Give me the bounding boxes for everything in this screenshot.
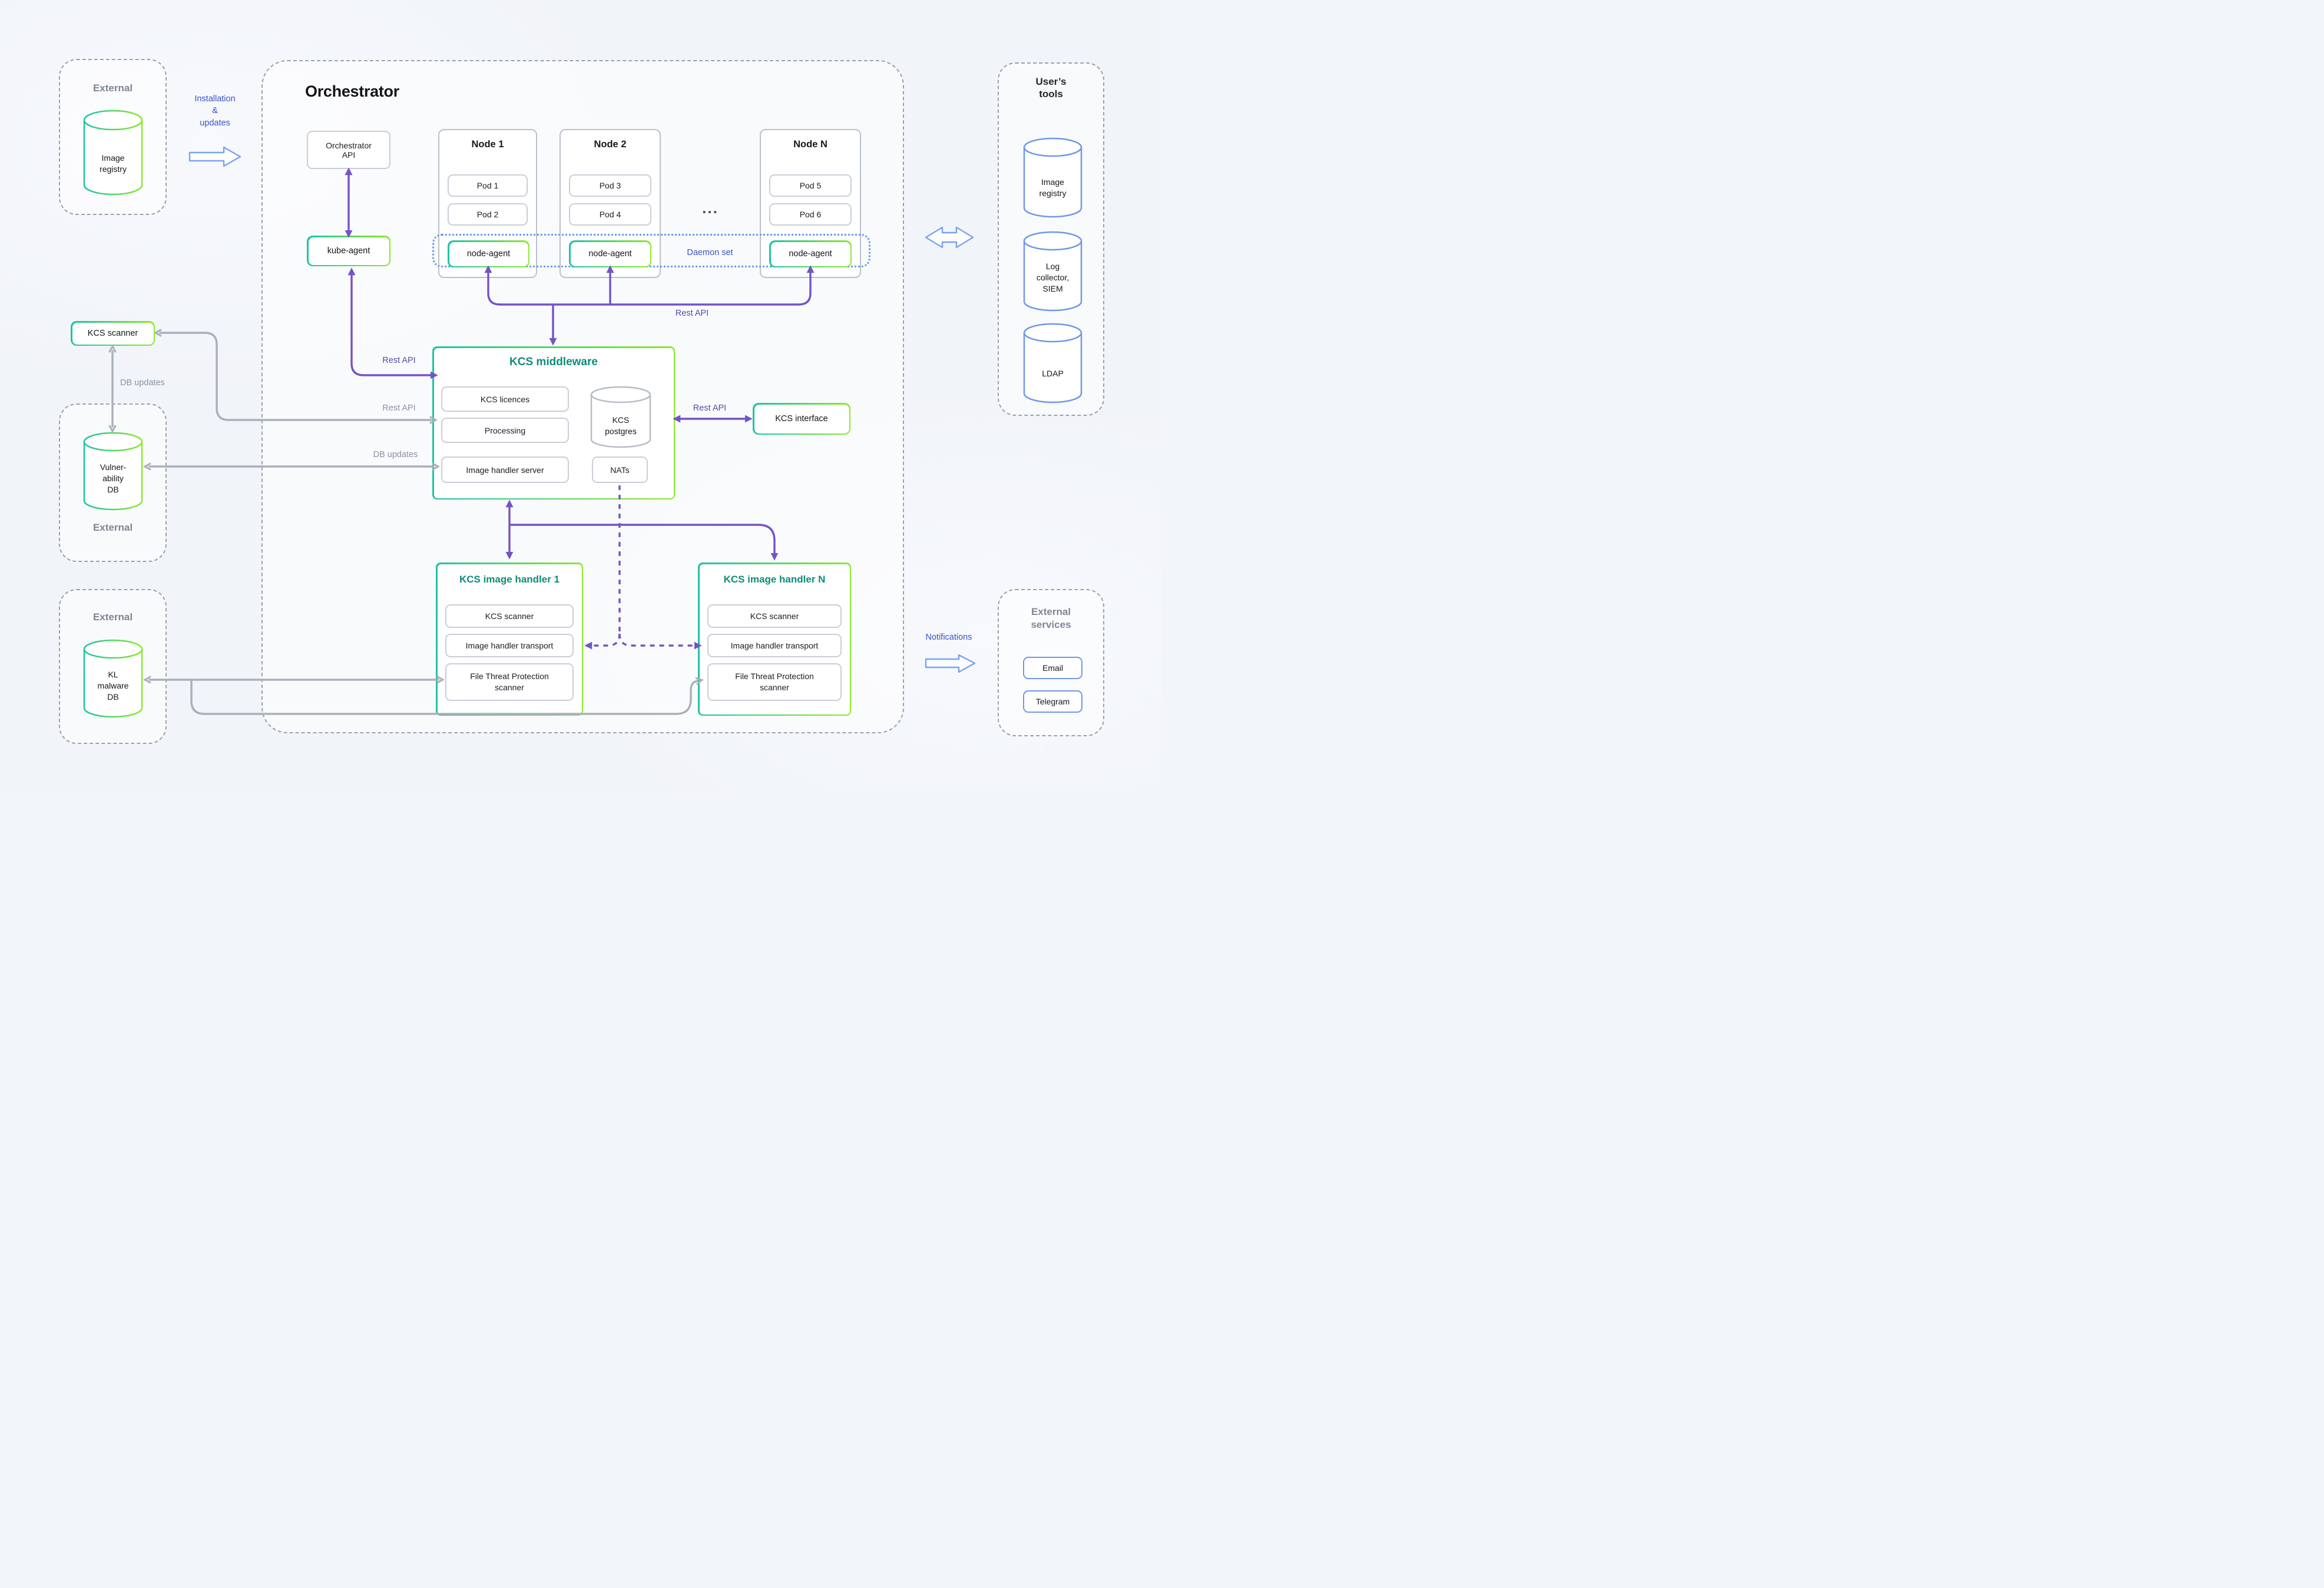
- handler-1-ftp-scanner-box: File Threat Protection scanner: [445, 663, 574, 701]
- node-agent-n-box: node-agent: [769, 240, 852, 267]
- log-collector-siem-cylinder: Log collector, SIEM: [1023, 231, 1082, 312]
- handler-1-kcs-scanner-box: KCS scanner: [445, 604, 574, 628]
- daemon-set-band: [432, 234, 870, 267]
- pod-4: Pod 4: [569, 203, 651, 226]
- handler-n-transport-box: Image handler transport: [707, 634, 842, 657]
- cylinder-icon: [83, 110, 143, 196]
- cylinder-icon: [590, 386, 651, 448]
- kcs-middleware-title: KCS middleware: [509, 356, 598, 368]
- kcs-scanner-box: KCS scanner: [71, 321, 155, 346]
- installation-updates-label: Installation & updates: [194, 94, 236, 128]
- email-box: Email: [1023, 657, 1082, 679]
- external-registry-title: External: [92, 82, 133, 94]
- installation-arrow-icon: [188, 146, 241, 167]
- kcs-image-handler-1-title: KCS image handler 1: [459, 574, 560, 585]
- cylinder-icon: [1023, 323, 1082, 403]
- external-vulnerability-title: External: [92, 522, 133, 533]
- vulnerability-db-cylinder: Vulner- ability DB: [83, 432, 143, 511]
- cylinder-icon: [83, 432, 143, 511]
- pod-1: Pod 1: [448, 174, 528, 197]
- kl-malware-db-cylinder: KL malware DB: [83, 639, 143, 718]
- architecture-diagram: External External External User’s tools …: [0, 0, 1162, 794]
- image-registry-cylinder: Image registry: [83, 110, 143, 196]
- node-agent-1-box: node-agent: [448, 240, 529, 267]
- db-updates-middleware-label: DB updates: [373, 450, 418, 459]
- cylinder-icon: [83, 639, 143, 718]
- rest-api-interface-label: Rest API: [693, 403, 727, 413]
- handler-n-ftp-scanner-box: File Threat Protection scanner: [707, 663, 842, 701]
- kube-agent-box: kube-agent: [307, 236, 390, 266]
- pod-2: Pod 2: [448, 203, 528, 226]
- pod-5: Pod 5: [769, 174, 852, 197]
- telegram-box: Telegram: [1023, 690, 1082, 713]
- users-tools-title: User’s tools: [1035, 76, 1067, 100]
- image-handler-server-box: Image handler server: [441, 456, 569, 483]
- nodes-ellipsis: ...: [702, 199, 719, 217]
- ldap-cylinder: LDAP: [1023, 323, 1082, 403]
- rest-api-nodes-label: Rest API: [675, 309, 709, 318]
- kcs-image-handler-n-title: KCS image handler N: [723, 574, 826, 585]
- pod-6: Pod 6: [769, 203, 852, 226]
- db-updates-scanner-label: DB updates: [120, 378, 165, 388]
- cylinder-icon: [1023, 231, 1082, 312]
- node-2-title: Node 2: [594, 139, 627, 150]
- rest-api-scanner-label: Rest API: [382, 403, 416, 413]
- kcs-postgres-cylinder: KCS postgres: [590, 386, 651, 449]
- rest-api-kube-label: Rest API: [382, 356, 416, 365]
- external-services-title: External services: [1031, 606, 1071, 631]
- node-agent-2-box: node-agent: [569, 240, 651, 267]
- handler-1-transport-box: Image handler transport: [445, 634, 574, 657]
- external-malware-title: External: [92, 611, 133, 623]
- kcs-licences-box: KCS licences: [441, 386, 569, 412]
- users-image-registry-cylinder: Image registry: [1023, 137, 1082, 218]
- daemon-set-label: Daemon set: [687, 248, 733, 257]
- node-1-title: Node 1: [471, 139, 504, 150]
- node-n-title: Node N: [793, 139, 827, 150]
- cylinder-icon: [1023, 137, 1082, 218]
- orchestrator-api-box: Orchestrator API: [307, 131, 390, 169]
- nats-box: NATs: [592, 456, 648, 483]
- processing-box: Processing: [441, 418, 569, 443]
- notifications-arrow-icon: [925, 654, 976, 673]
- kcs-interface-box: KCS interface: [753, 403, 850, 435]
- notifications-label: Notifications: [925, 633, 972, 642]
- handler-n-kcs-scanner-box: KCS scanner: [707, 604, 842, 628]
- orchestrator-users-tools-arrow-icon: [925, 226, 974, 249]
- orchestrator-title: Orchestrator: [305, 82, 399, 100]
- pod-3: Pod 3: [569, 174, 651, 197]
